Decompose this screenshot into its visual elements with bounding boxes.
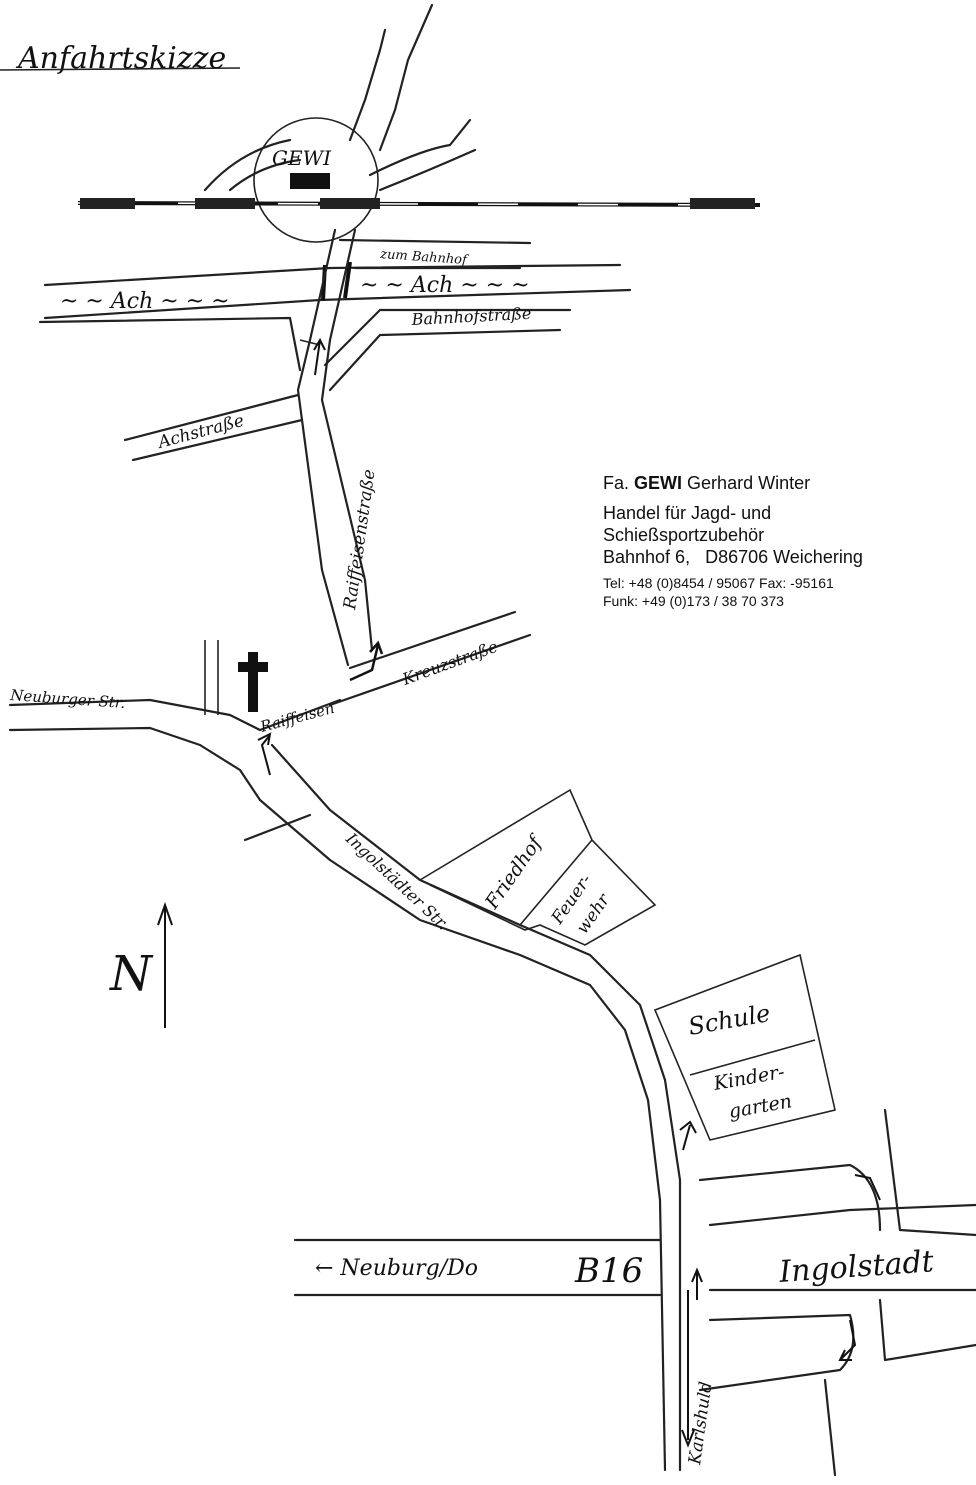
road-raiffeisenstrasse-west	[296, 228, 350, 667]
company-prefix: Fa.	[603, 473, 630, 493]
title-underline	[0, 67, 241, 71]
company-brand: GEWI	[634, 473, 683, 493]
school-area	[653, 953, 836, 1141]
gewi-highlight-circle	[253, 117, 379, 243]
road-neuburger-str-south	[8, 726, 262, 802]
road-achstrasse-edge	[131, 418, 304, 462]
gewi-label: GEWI	[272, 146, 332, 170]
friedhof-divider	[519, 839, 593, 926]
label-friedhof: Friedhof	[481, 830, 549, 913]
road-achstrasse	[123, 393, 300, 442]
bridge-east	[343, 261, 352, 299]
label-neuburger-str: Neuburger Str.	[9, 686, 126, 712]
label-b16: B16	[574, 1251, 643, 1291]
label-ingolstadt: Ingolstadt	[777, 1244, 936, 1290]
north-label: N	[109, 946, 154, 1002]
road-ingolstaedter-str-north	[270, 743, 682, 1472]
road-b16-north	[293, 1203, 976, 1242]
road-zum-bahnhof	[338, 238, 532, 245]
road-bahnhofstrasse-edge	[328, 328, 562, 392]
road-east-north	[883, 1108, 976, 1237]
road-kreuzstrasse-edge	[328, 633, 532, 707]
label-zum-bahnhof: zum Bahnhof	[379, 247, 470, 268]
railway-segment	[80, 198, 135, 209]
company-description-2: Schießsportzubehör	[603, 525, 765, 545]
church-cross-icon	[238, 652, 268, 712]
road-loop-east	[368, 118, 472, 177]
route-arrow-icon	[349, 640, 384, 682]
company-phone: Tel: +48 (0)8454 / 95067 Fax: -95161	[603, 575, 834, 591]
railway-segment	[690, 198, 755, 209]
label-achstrasse: Achstraße	[154, 411, 246, 454]
road-ingolstaedter-str-south	[258, 798, 667, 1472]
railway-segment	[195, 198, 255, 209]
road-loop-west	[203, 138, 292, 192]
label-ach-west: ~ ~ Ach ~ ~ ~	[60, 289, 230, 314]
road-raiffeisenstrasse-east	[320, 228, 374, 652]
label-neuburg: ← Neuburg/Do	[315, 1256, 478, 1281]
road-north	[378, 3, 434, 152]
road-north-edge	[348, 28, 387, 142]
route-arrow-north-icon	[313, 337, 326, 376]
label-ach-east: ~ ~ Ach ~ ~ ~	[360, 273, 530, 298]
school-divider	[689, 1039, 816, 1076]
road-b16-south	[293, 1288, 976, 1297]
company-description-1: Handel für Jagd- und	[603, 503, 772, 523]
map-title: Anfahrtskizze	[15, 41, 226, 76]
ramp-south	[698, 1313, 855, 1392]
road-loop-east-inner	[378, 148, 477, 192]
road-bahnhofstrasse-west	[38, 316, 302, 372]
railway-pattern	[77, 202, 761, 206]
friedhof-area	[419, 788, 657, 946]
side-road	[243, 813, 312, 842]
route-arrow-turn-icon	[257, 732, 272, 776]
label-karlshuld: Karlshuld	[685, 1380, 717, 1466]
road-neuburger-str	[8, 698, 342, 732]
label-ingolstaedter-str: Ingolstädter Str.	[342, 828, 453, 933]
road-east-south	[878, 1298, 976, 1362]
north-arrow-icon	[157, 901, 173, 1028]
label-bahnhofstrasse: Bahnhofstraße	[410, 304, 532, 329]
road-southeast	[823, 1378, 837, 1477]
label-schule: Schule	[686, 999, 772, 1041]
label-raiffeisen: Raiffeisen	[257, 699, 336, 736]
river-bank-north	[43, 263, 622, 287]
company-name: Fa. GEWI Gerhard Winter	[603, 472, 863, 494]
gewi-building	[290, 173, 330, 189]
railway-segment	[320, 198, 380, 209]
route-arrow-south-icon	[681, 1290, 695, 1448]
route-arrows-icon	[679, 1120, 881, 1361]
company-mobile: Funk: +49 (0)173 / 38 70 373	[603, 593, 784, 609]
label-raiffeisenstrasse: Raiffeisenstraße	[340, 468, 380, 612]
company-owner: Gerhard Winter	[687, 473, 811, 493]
road-loop-west-inner	[228, 158, 302, 192]
label-kindergarten-2: garten	[727, 1090, 794, 1123]
ramp-north	[698, 1163, 882, 1232]
company-address: Bahnhof 6, D86706 Weichering	[603, 547, 863, 567]
label-kreuzstrasse: Kreuzstraße	[399, 637, 500, 689]
road-kreuzstrasse	[348, 610, 517, 670]
road-bahnhofstrasse	[323, 308, 572, 367]
company-info: Fa. GEWI Gerhard Winter Handel für Jagd-…	[603, 472, 863, 610]
